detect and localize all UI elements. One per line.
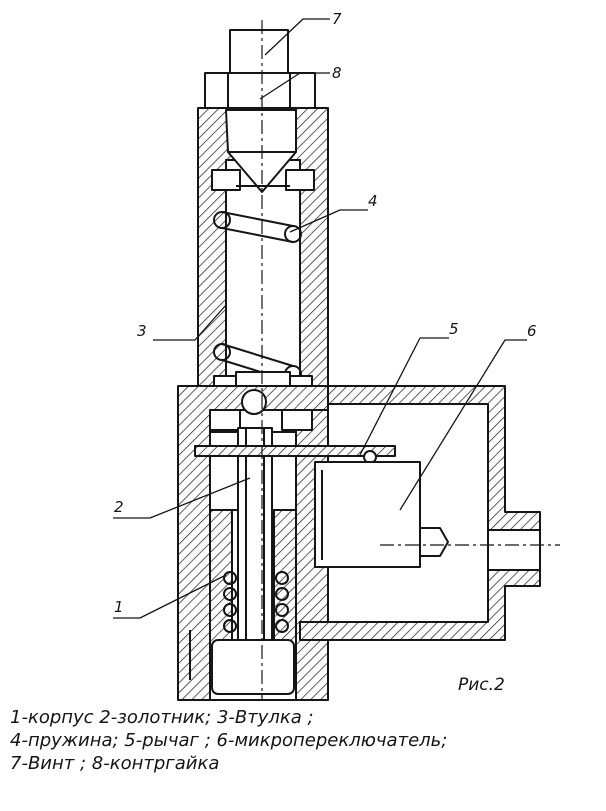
spool-2 bbox=[237, 389, 273, 641]
callout-7: 7 bbox=[332, 10, 342, 28]
leader-lines bbox=[113, 18, 527, 619]
callout-2: 2 bbox=[114, 498, 124, 516]
spring-lower bbox=[223, 571, 289, 633]
callout-4: 4 bbox=[368, 192, 378, 210]
locknut-8 bbox=[204, 72, 316, 110]
switch-housing bbox=[299, 385, 541, 641]
legend-line-3: 7-Винт ; 8-контргайка bbox=[10, 753, 220, 774]
parts-legend: 1-корпус 2-золотник; 3-Втулка ; 4-пружин… bbox=[10, 706, 600, 775]
callout-6: 6 bbox=[527, 322, 537, 340]
legend-line-2: 4-пружина; 5-рычаг ; 6-микропереключател… bbox=[10, 730, 448, 751]
screw-7 bbox=[229, 29, 289, 75]
legend-line-1: 1-корпус 2-золотник; 3-Втулка ; bbox=[10, 707, 314, 728]
sleeve-3 bbox=[197, 107, 329, 394]
center-axes bbox=[261, 20, 560, 700]
callout-3: 3 bbox=[137, 322, 147, 340]
figure-caption: Рис.2 bbox=[458, 675, 505, 695]
callout-5: 5 bbox=[449, 320, 459, 338]
microswitch-6 bbox=[314, 461, 449, 568]
callout-8: 8 bbox=[332, 64, 342, 82]
lever-5 bbox=[194, 445, 396, 464]
callout-1: 1 bbox=[114, 598, 124, 616]
